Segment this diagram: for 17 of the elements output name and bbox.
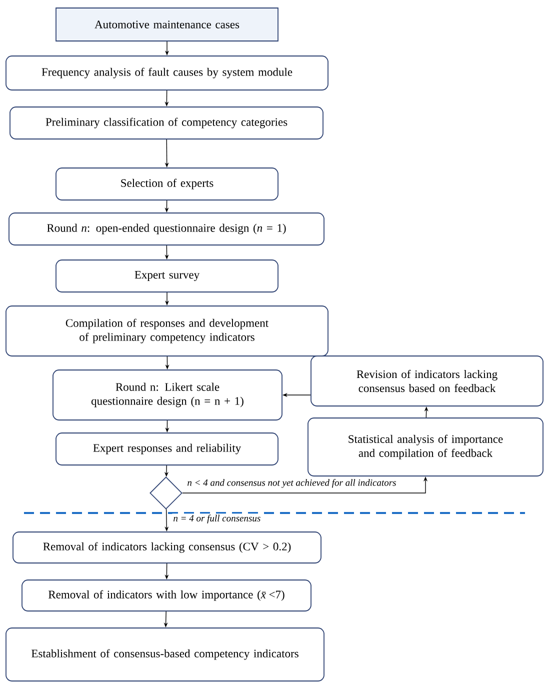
start-box: Automotive maintenance cases <box>56 8 278 42</box>
process-box: Compilation of responses and development of preliminary competency indicators <box>6 306 328 356</box>
decision-diamond <box>150 476 182 510</box>
process-box: Removal of indicators with low importance (x̄<7) <box>22 580 312 612</box>
process-box: Round n: open-ended questionnaire design (n = 1) <box>8 212 324 246</box>
process-box: Statistical analysis of importance and compilation of feedback <box>308 418 544 476</box>
edge-label: n < 4 and consensus not yet achieved for all indicators <box>186 478 398 489</box>
edge-label: n = 4 or full consensus <box>172 514 262 524</box>
process-box: Selection of experts <box>56 168 278 200</box>
process-box: Establishment of consensus-based competency indicators <box>6 628 324 682</box>
process-box: Expert survey <box>56 260 278 292</box>
process-box: Round n: Likert scale questionnaire design (n = n + 1) <box>52 370 282 420</box>
process-box: Expert responses and reliability <box>56 432 278 466</box>
process-box: Frequency analysis of fault causes by system module <box>6 56 328 90</box>
process-box: Preliminary classification of competency categories <box>10 106 324 140</box>
process-box: Revision of indicators lacking consensus based on feedback <box>310 356 544 406</box>
process-box: Removal of indicators lacking consensus (CV > 0.2) <box>12 532 322 564</box>
